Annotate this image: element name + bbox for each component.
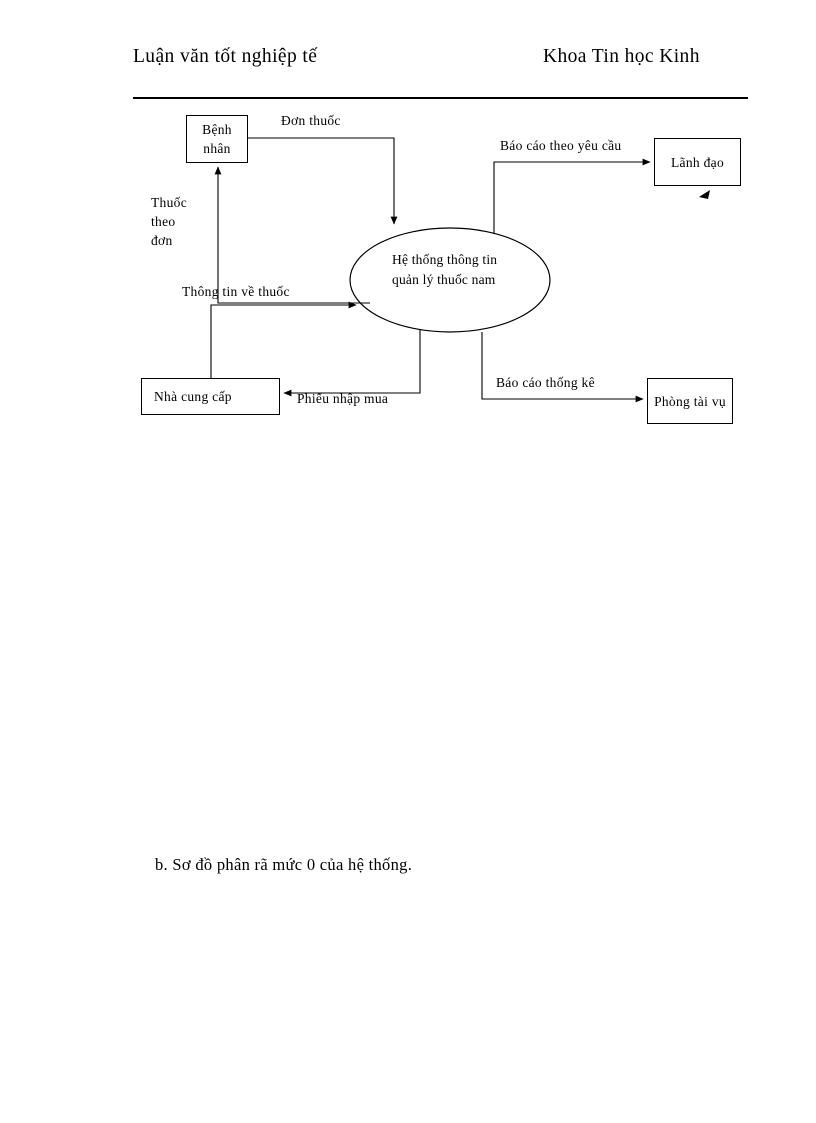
flow-label-phieu-nhap-mua: Phiếu nhập mua bbox=[297, 391, 389, 406]
entity-benh-nhan: Bệnh nhân bbox=[186, 115, 248, 163]
flow-label-bao-cao-theo-yeu-cau: Báo cáo theo yêu cầu bbox=[500, 138, 622, 153]
entity-benh-nhan-label: Bệnh nhân bbox=[202, 122, 232, 156]
diagram-connectors bbox=[210, 137, 710, 403]
flow-bao-cao-theo-yeu-cau-line bbox=[493, 158, 651, 234]
flow-label-thuoc-theo-don: Thuốc theo đơn bbox=[151, 195, 191, 248]
entity-phong-tai-vu: Phòng tài vụ bbox=[647, 378, 733, 424]
figure-caption: b. Sơ đồ phân rã mức 0 của hệ thống. bbox=[155, 855, 413, 874]
entity-phong-tai-vu-label: Phòng tài vụ bbox=[654, 393, 726, 409]
flow-label-thong-tin-ve-thuoc: Thông tin về thuốc bbox=[182, 284, 290, 299]
flow-thong-tin-ve-thuoc-line bbox=[210, 301, 357, 378]
process-label: Hệ thống thông tin quản lý thuốc nam bbox=[392, 252, 498, 287]
process-ellipse bbox=[349, 227, 551, 333]
entity-nha-cung-cap-label: Nhà cung cấp bbox=[154, 389, 232, 404]
entity-lanh-dao-label: Lãnh đạo bbox=[670, 154, 724, 170]
flow-bao-cao-thong-ke-line bbox=[481, 332, 644, 403]
flow-phieu-nhap-mua-line bbox=[283, 330, 421, 397]
data-flow-diagram: Bệnh nhân Lãnh đạo Nhà cung cấp Phòng tà… bbox=[0, 0, 816, 470]
header-right-text: Khoa Tin học Kinh bbox=[543, 46, 700, 67]
header-divider bbox=[133, 97, 748, 99]
flow-label-don-thuoc: Đơn thuốc bbox=[281, 113, 341, 128]
entity-nha-cung-cap: Nhà cung cấp bbox=[141, 378, 280, 415]
page-header: Luận văn tốt nghiệp tế Khoa Tin học Kinh bbox=[133, 44, 748, 96]
header-left-text: Luận văn tốt nghiệp tế bbox=[133, 46, 318, 67]
flow-thuoc-theo-don-line bbox=[214, 166, 370, 304]
entity-lanh-dao: Lãnh đạo bbox=[654, 138, 741, 186]
flow-label-bao-cao-thong-ke: Báo cáo thống kê bbox=[496, 375, 595, 390]
flow-don-thuoc-line bbox=[248, 137, 398, 225]
stray-arrowhead-icon bbox=[699, 190, 710, 199]
